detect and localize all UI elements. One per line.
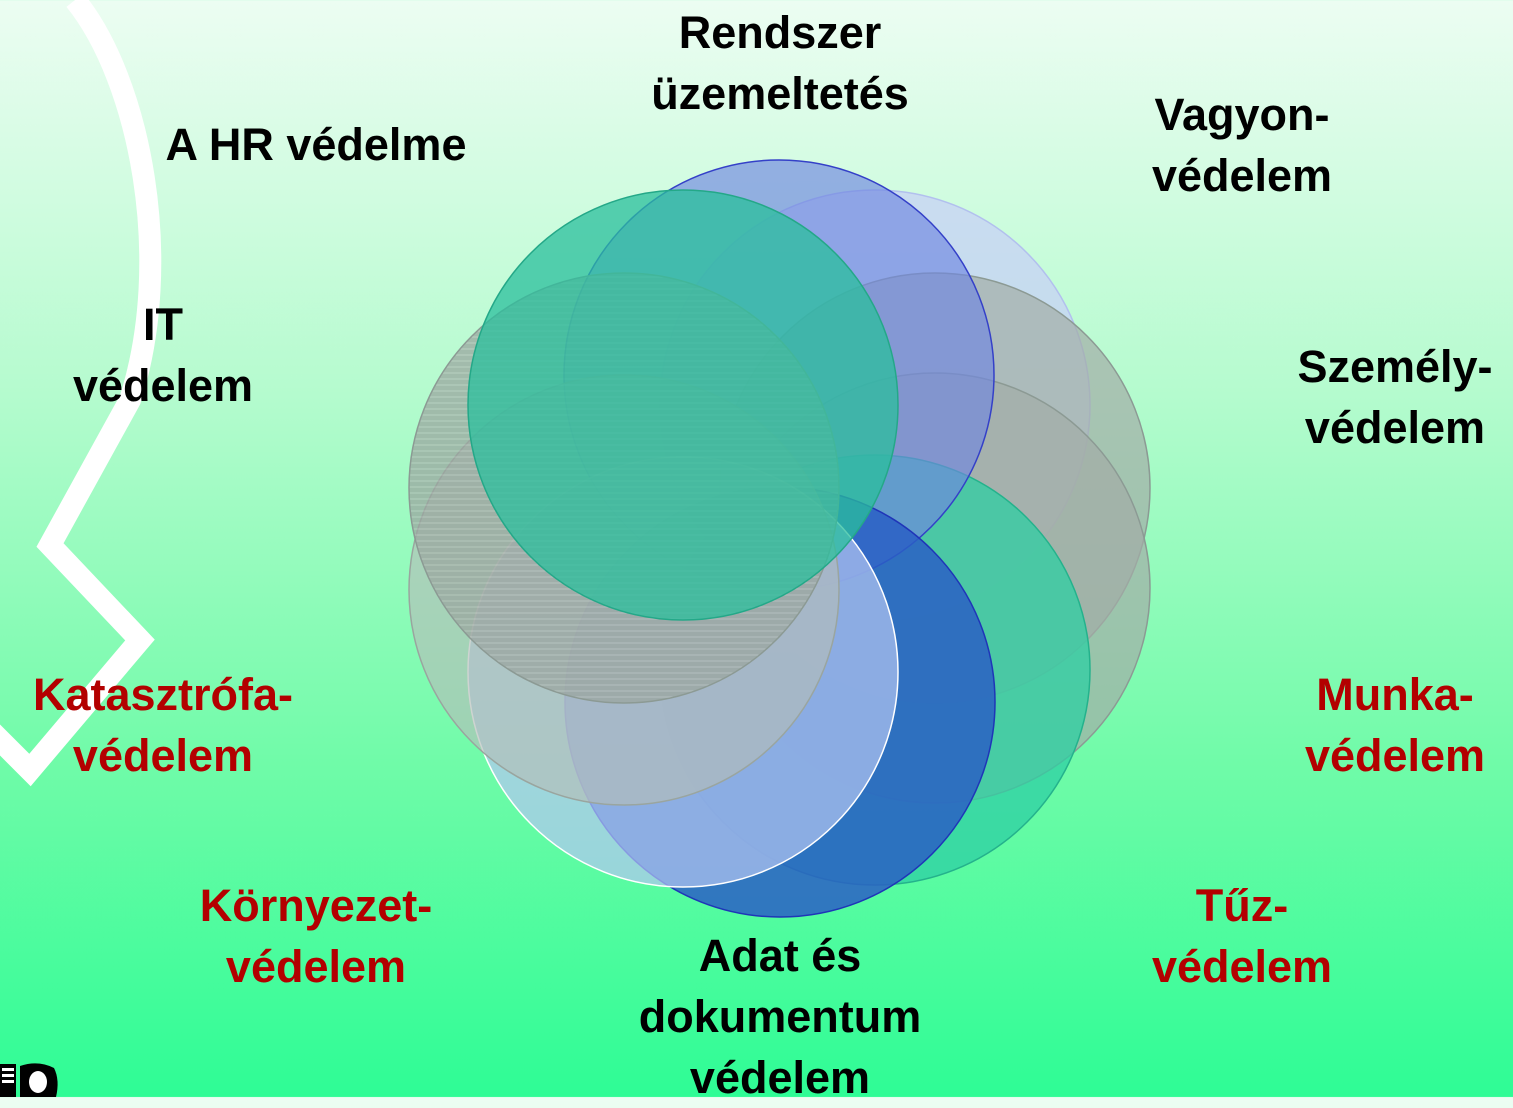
label-rendszer-uzemeltetes: Rendszer üzemeltetés [651, 7, 909, 119]
label-vagyonvedelem: Vagyon- védelem [1151, 89, 1333, 201]
label-it-vedelem: IT védelem [72, 299, 254, 411]
label-hr-vedelme: A HR védelme [165, 119, 467, 170]
logo-icon [0, 1063, 58, 1097]
label-kornyezetvedelem: Környezet- védelem [199, 880, 433, 992]
label-tuzvedelem: Tűz- védelem [1151, 880, 1333, 992]
label-adat-es-dokumentum-vedelem: Adat és dokumentum védelem [638, 930, 922, 1103]
label-katasztrofavedelem: Katasztrófa- védelem [32, 669, 294, 781]
circle-teal-upper-left [467, 189, 899, 621]
decorative-wave [0, 0, 162, 787]
label-munkavedelem: Munka- védelem [1304, 669, 1486, 781]
label-szemelyvedelem: Személy- védelem [1297, 341, 1493, 453]
